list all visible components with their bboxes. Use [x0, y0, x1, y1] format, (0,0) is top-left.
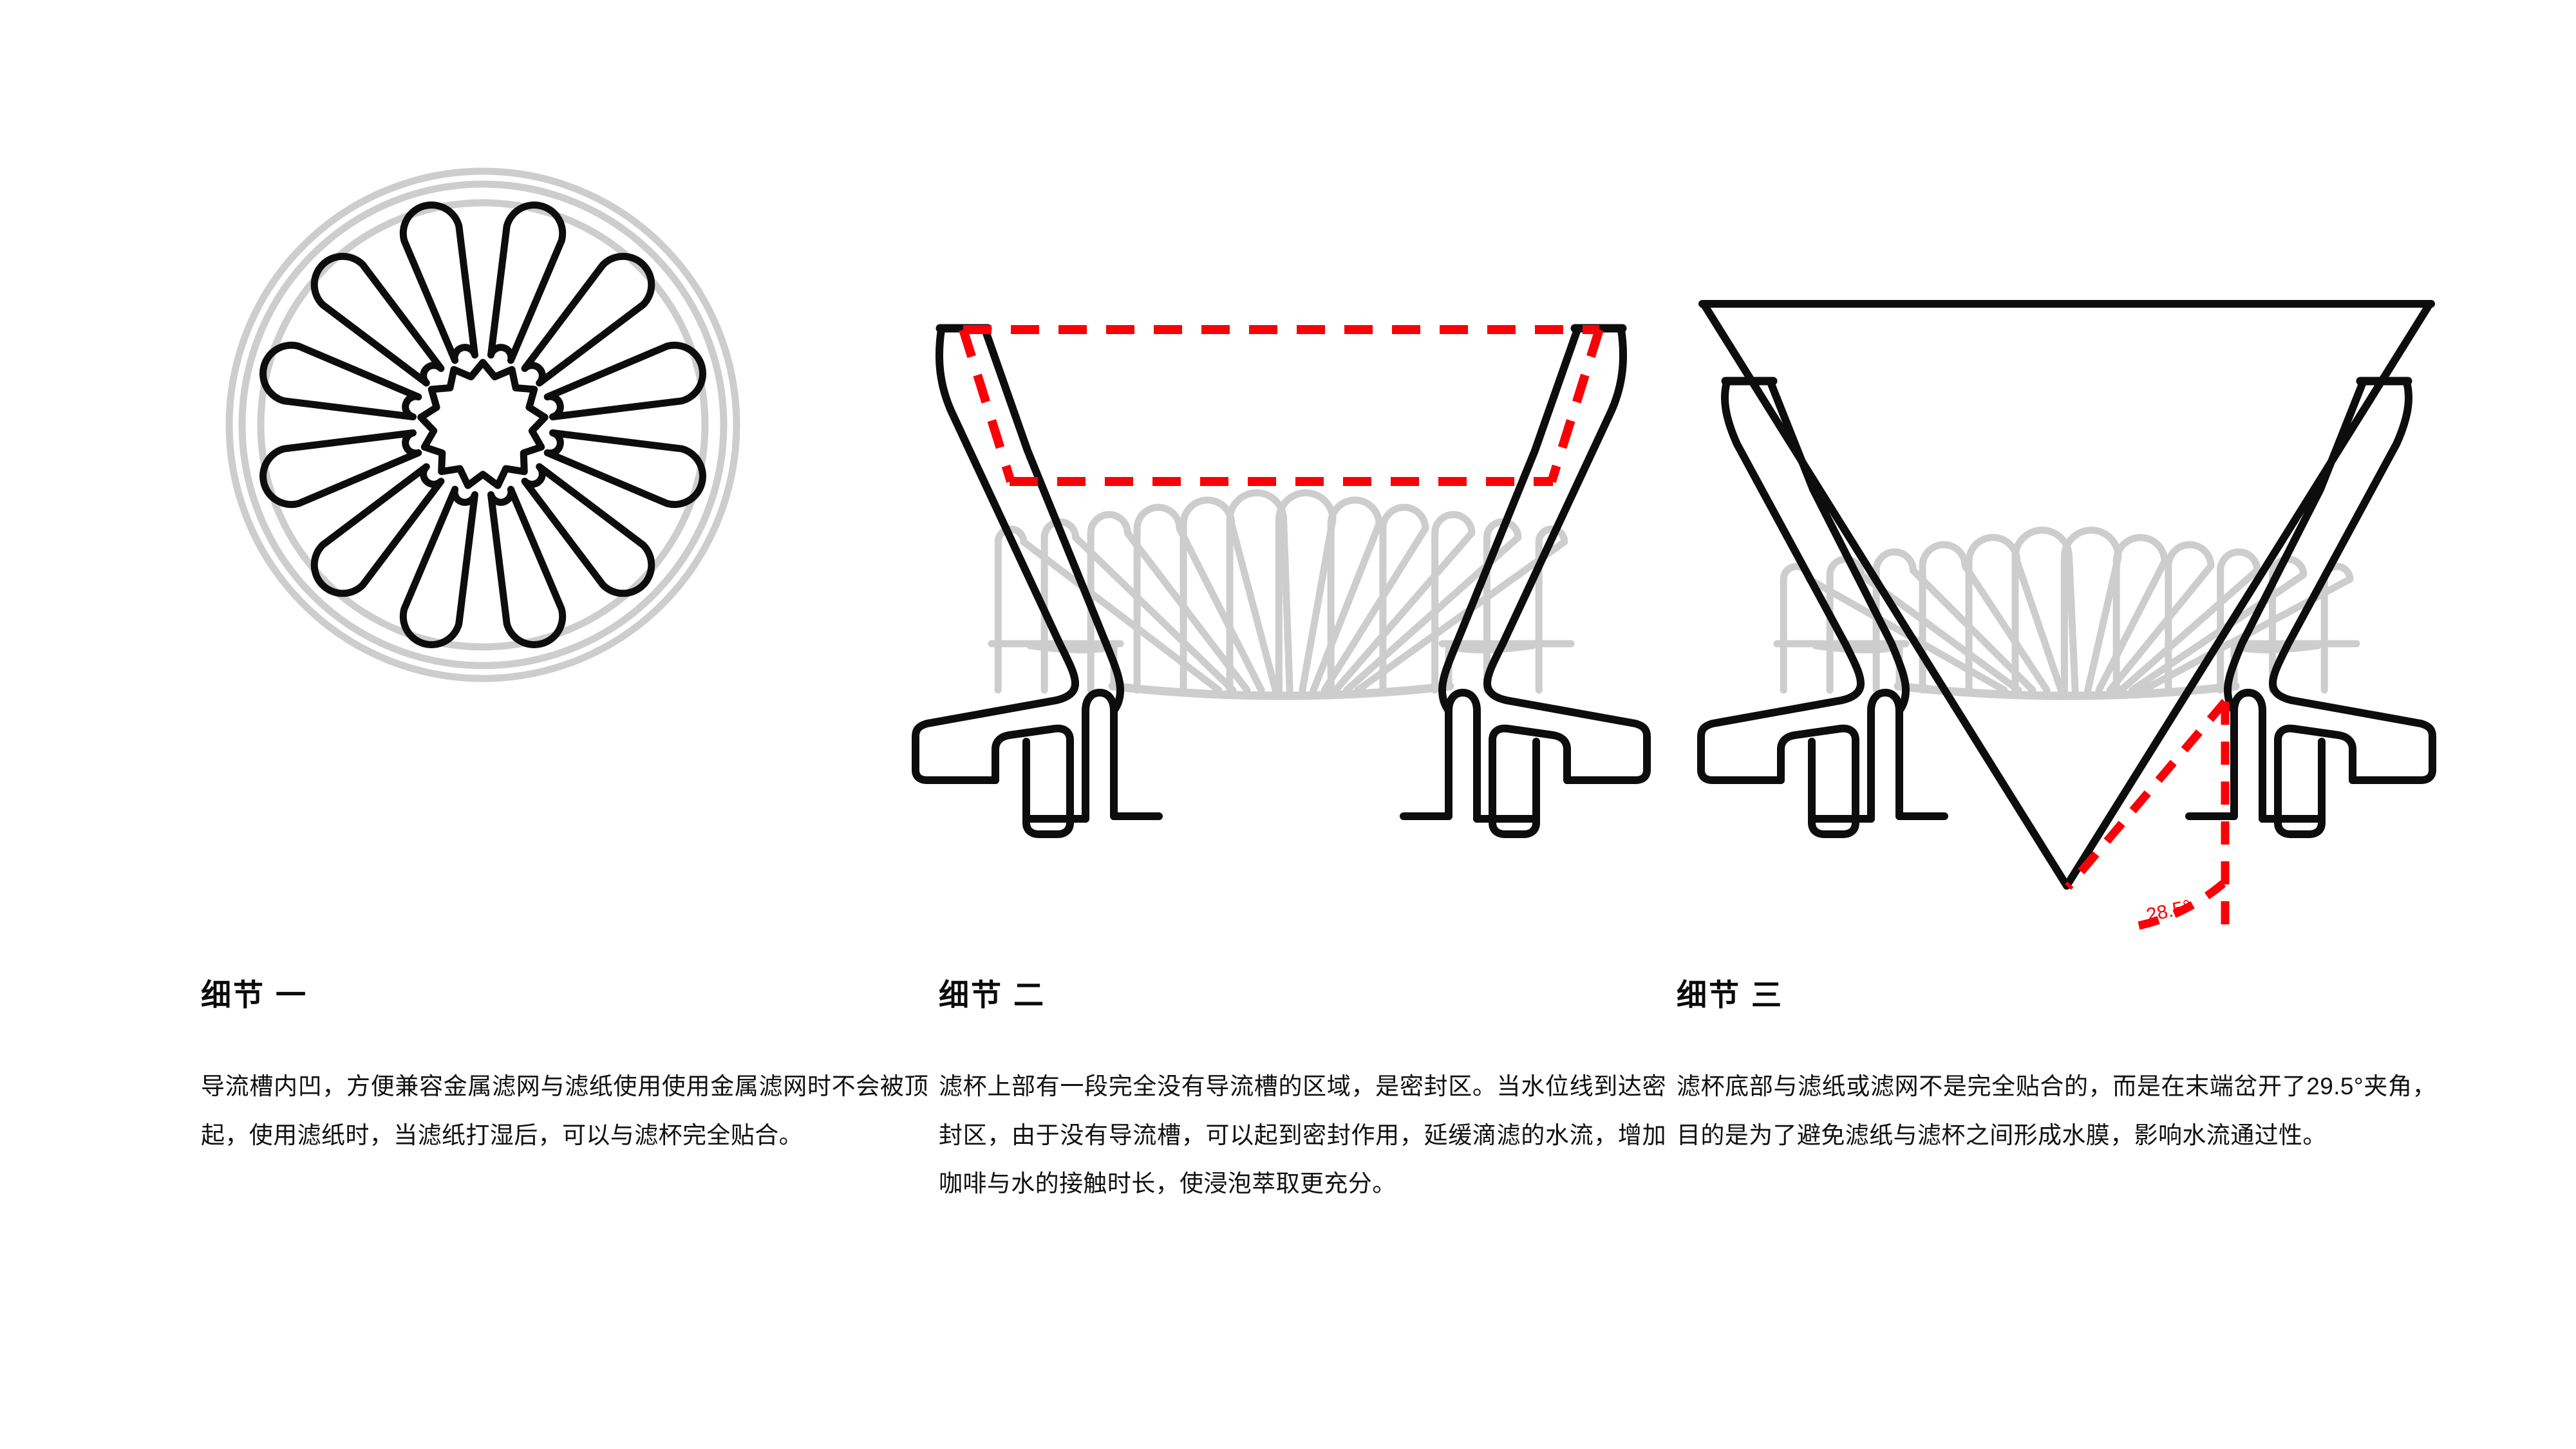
groove-rib [2106, 541, 2215, 694]
sealed-zone-annotation [959, 325, 1604, 486]
angle-annotation: 28.5° [2065, 698, 2230, 936]
angle-label: 28.5° [2145, 896, 2194, 926]
groove-rib [1087, 511, 1251, 694]
column-1-body: 导流槽内凹，方便兼容金属滤网与滤纸使用使用金属滤网时不会被顶起，使用滤纸时，当滤… [201, 1072, 928, 1148]
scalloped-hub [417, 359, 549, 489]
section-sealed-svg [912, 324, 1651, 838]
rib-petal [543, 429, 706, 509]
rib-petal [521, 463, 655, 597]
rib-petal [399, 201, 479, 364]
groove-rib [2095, 534, 2168, 694]
rib-petal [259, 429, 422, 509]
groove-rib [994, 525, 1223, 694]
column-3-title: 细节 三 [1677, 978, 1784, 1012]
guide-circles [225, 167, 740, 682]
column-2-title: 细节 二 [939, 978, 1046, 1012]
section-angle-svg: 28.5° [1697, 300, 2436, 936]
rib-petal [487, 485, 567, 648]
figure-top-view [135, 0, 895, 946]
rib-petal [310, 463, 445, 597]
rib-petal [487, 201, 567, 364]
rib-petal [521, 252, 655, 387]
filter-paper-overlay [1698, 300, 2435, 890]
column-3-body: 滤杯底部与滤纸或滤网不是完全贴合的，而是在末端岔开了29.5°夹角，目的是为了避… [1677, 1072, 2436, 1148]
groove-rib [1310, 496, 1383, 694]
groove-rib [1872, 548, 2036, 694]
dripper-section-outline [912, 324, 1651, 838]
caption-column-1: 细节 一 导流槽内凹，方便兼容金属滤网与滤纸使用使用金属滤网时不会被顶起，使用滤… [201, 978, 928, 1159]
groove-rib [1133, 503, 1265, 694]
caption-columns: 细节 一 导流槽内凹，方便兼容金属滤网与滤纸使用使用金属滤网时不会被顶起，使用滤… [0, 978, 2576, 1429]
figures-row: 28.5° [135, 0, 2472, 946]
rib-petal [310, 252, 445, 387]
column-2-body: 滤杯上部有一段完全没有导流槽的区域，是密封区。当水位线到达密封区，由于没有导流槽… [939, 1072, 1666, 1197]
rib-petal [543, 341, 706, 421]
interior-groove-ribs [1780, 527, 2354, 694]
dripper-section-outline [1697, 377, 2436, 838]
figure-section-sealed-zone [901, 0, 1661, 946]
hub-scallop [417, 359, 549, 489]
caption-column-3: 细节 三 滤杯底部与滤纸或滤网不是完全贴合的，而是在末端岔开了29.5°夹角，目… [1677, 978, 2436, 1159]
groove-rib [2117, 548, 2261, 694]
top-view-svg [225, 167, 740, 682]
rib-petal [399, 485, 479, 648]
column-1-title: 细节 一 [201, 978, 308, 1012]
caption-column-2: 细节 二 滤杯上部有一段完全没有导流槽的区域，是密封区。当水位线到达密封区，由于… [939, 978, 1666, 1208]
groove-rib [1331, 511, 1476, 694]
groove-rib [1354, 525, 1568, 694]
groove-rib [1919, 541, 2051, 694]
rib-petal [259, 341, 422, 421]
rib-petals [259, 201, 706, 648]
figure-section-filter-angle: 28.5° [1661, 0, 2472, 946]
groove-rib [1321, 503, 1429, 694]
